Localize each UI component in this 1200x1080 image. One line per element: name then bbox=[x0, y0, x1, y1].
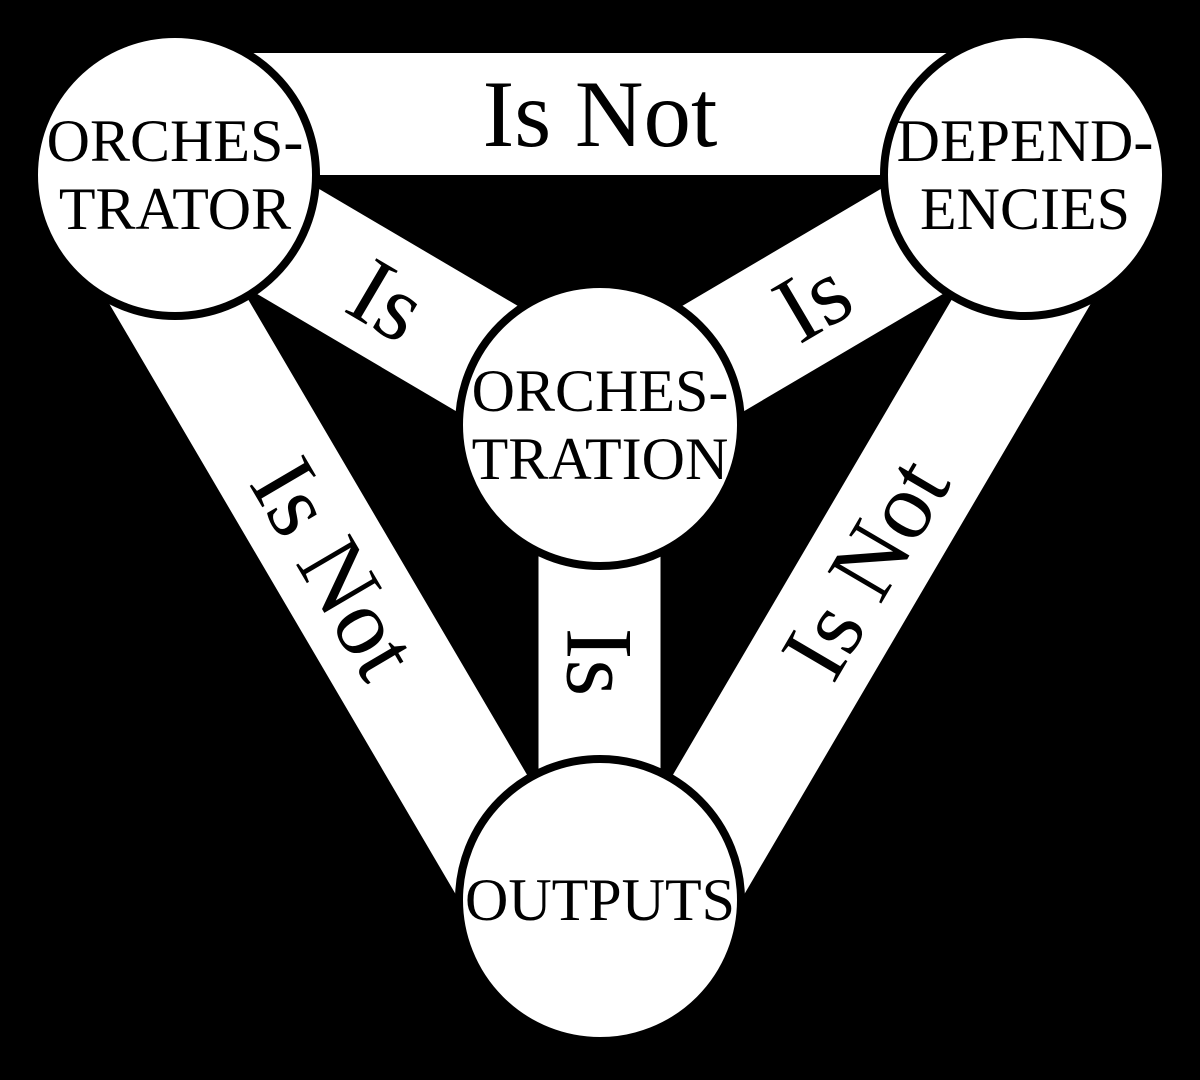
band-is-bottom-label: Is bbox=[546, 627, 653, 697]
node-dependencies: DEPEND- ENCIES bbox=[880, 30, 1170, 320]
band-is-left-label: Is bbox=[331, 236, 444, 364]
node-orchestrator-line1: ORCHES- bbox=[46, 108, 304, 174]
node-dependencies-line2: ENCIES bbox=[920, 176, 1130, 242]
node-orchestrator: ORCHES- TRATOR bbox=[30, 30, 320, 320]
band-isnot-left-label: Is Not bbox=[229, 439, 441, 697]
node-orchestration-line1: ORCHES- bbox=[471, 358, 729, 424]
node-orchestration: ORCHES- TRATION bbox=[455, 280, 745, 570]
node-dependencies-line1: DEPEND- bbox=[896, 108, 1154, 174]
band-isnot-top-label: Is Not bbox=[482, 61, 718, 167]
band-isnot-right-label: Is Not bbox=[759, 439, 971, 697]
band-is-right-label: Is bbox=[756, 236, 869, 364]
node-orchestrator-line2: TRATOR bbox=[58, 176, 292, 242]
node-outputs-line1: OUTPUTS bbox=[464, 867, 736, 933]
node-outputs: OUTPUTS bbox=[455, 755, 745, 1045]
node-orchestration-line2: TRATION bbox=[471, 426, 729, 492]
